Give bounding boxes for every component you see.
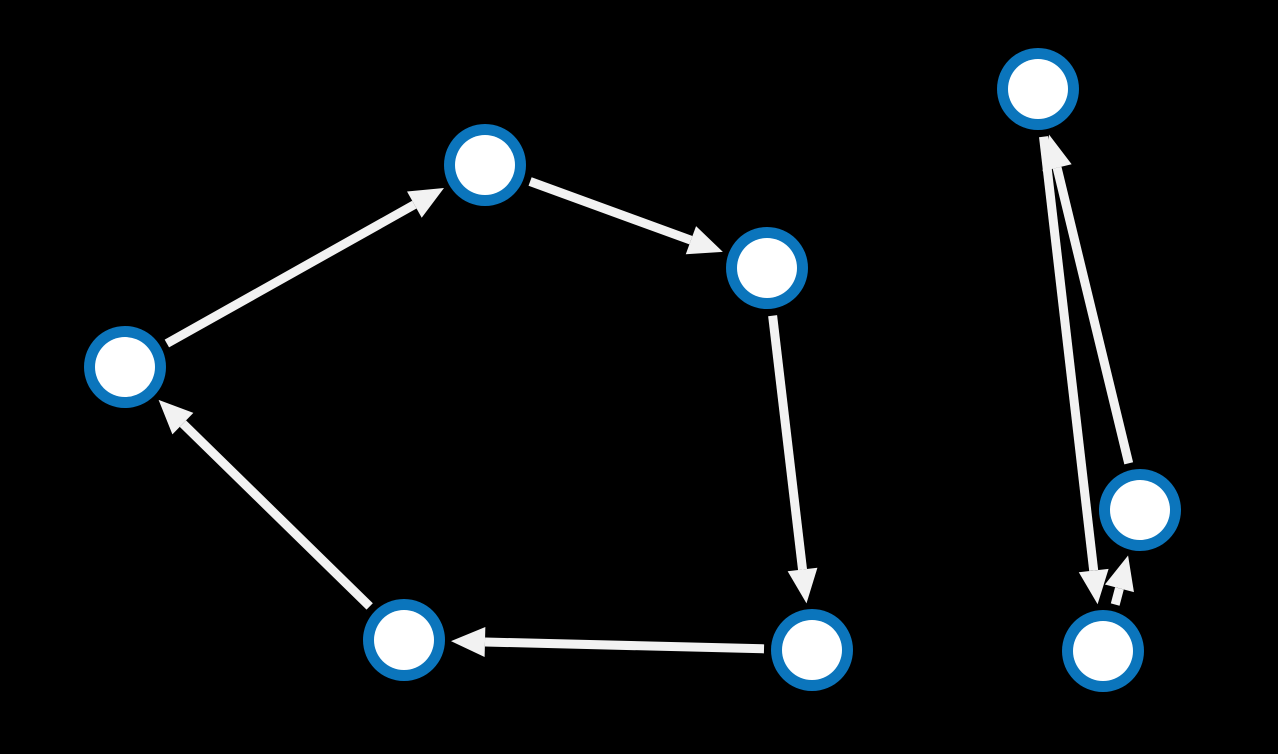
graph-edge [1110,587,1124,606]
graph-edge [179,420,373,610]
node-core [1110,480,1170,540]
graph-edge [164,200,417,348]
graph-node[interactable] [1099,469,1181,551]
arrowhead-icon [787,567,818,604]
arrowhead-icon [1042,134,1072,172]
graph-node[interactable] [84,326,166,408]
node-core [95,337,155,397]
graph-edge [484,637,765,654]
graph-node[interactable] [726,227,808,309]
arrowhead-icon [158,399,194,435]
graph-edge [1039,136,1099,572]
graph-edge [1052,166,1134,465]
graph-node[interactable] [363,599,445,681]
node-core [374,610,434,670]
node-core [1073,621,1133,681]
arrowhead-icon [407,187,445,218]
arrowhead-icon [450,626,486,657]
node-core [1008,59,1068,119]
edges-layer [158,134,1134,657]
arrowhead-icon [685,226,723,255]
node-core [782,620,842,680]
arrowhead-icon [1078,568,1109,605]
graph-node[interactable] [771,609,853,691]
graph-edge [528,177,693,245]
graph-node[interactable] [997,48,1079,130]
graph-edge [768,315,807,571]
graph-node[interactable] [1062,610,1144,692]
node-core [737,238,797,298]
arrowhead-icon [1104,555,1134,593]
node-core [455,135,515,195]
graph-node[interactable] [444,124,526,206]
nodes-layer [84,48,1181,692]
